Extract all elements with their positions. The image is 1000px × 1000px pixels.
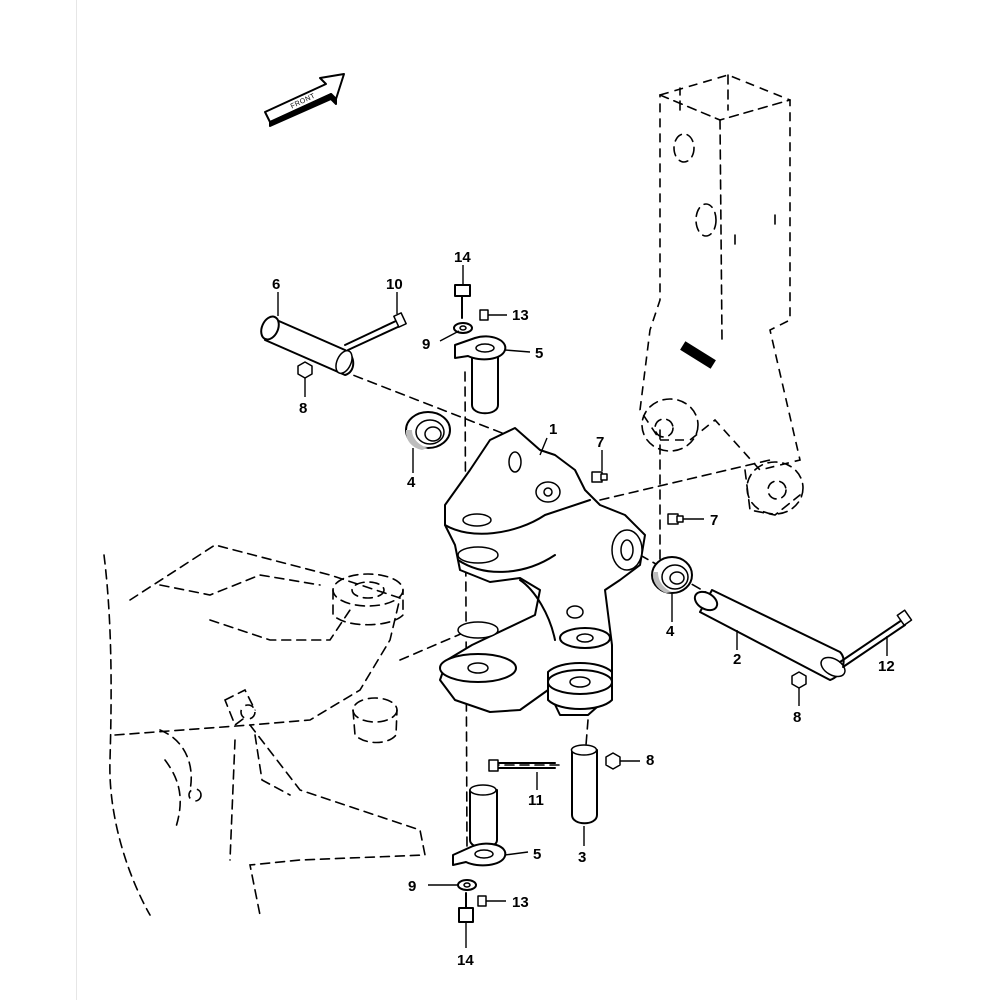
retainer-plate-5-lower [452,842,507,867]
boom-decal-icon [680,341,716,369]
callout-9-lower: 9 [408,878,416,895]
bolt-11 [488,759,556,772]
nut-8-lower [605,752,621,770]
callout-13-lower: 13 [512,894,529,911]
callout-1: 1 [549,421,557,438]
nut-8-right [791,671,807,689]
bolt-10 [344,312,407,351]
front-arrow-icon: FRONT [264,73,345,127]
bushing-right [651,556,693,594]
boom-outline [639,74,804,516]
callout-5-lower: 5 [533,846,541,863]
grease-fitting-13-lower [477,895,487,907]
grease-fitting-7-lower [667,513,684,525]
callout-labels: 1 2 3 4 4 5 5 6 7 7 8 8 8 9 9 10 11 12 1… [272,249,895,969]
callout-8-upper: 8 [299,400,307,417]
frame-outline [103,544,426,916]
callout-7-lower: 7 [710,512,718,529]
lower-pin [469,784,498,849]
callout-8-lower: 8 [646,752,654,769]
callout-14-upper: 14 [454,249,471,266]
grease-fitting-7-upper [591,471,608,483]
callout-7-upper: 7 [596,434,604,451]
callout-14-lower: 14 [457,952,474,969]
bolt-12 [839,609,913,668]
callout-8-right: 8 [793,709,801,726]
upper-pin [471,354,499,415]
callout-5-upper: 5 [535,345,543,362]
bushing-left [405,411,451,450]
grease-fitting-13-upper [479,309,489,321]
bolt-14-upper [454,284,471,319]
callout-3: 3 [578,849,586,866]
callout-11: 11 [528,792,544,809]
retainer-plate-5-upper [454,335,507,361]
callout-13-upper: 13 [512,307,529,324]
bolt-14-lower [458,892,474,923]
callout-6: 6 [272,276,280,293]
callout-10: 10 [386,276,403,293]
nut-8-upper [297,361,313,379]
pin-2 [693,589,846,681]
callout-4-left: 4 [407,474,416,491]
callout-2: 2 [733,651,741,668]
washer-9-lower [457,879,477,891]
pin-6 [260,315,355,376]
page-left-border [76,0,77,1000]
callout-9-upper: 9 [422,336,430,353]
callout-4-right: 4 [666,623,675,640]
swing-bracket [439,427,646,716]
leader-lines [277,265,888,948]
pin-3 [570,744,598,825]
callout-12: 12 [878,658,895,675]
